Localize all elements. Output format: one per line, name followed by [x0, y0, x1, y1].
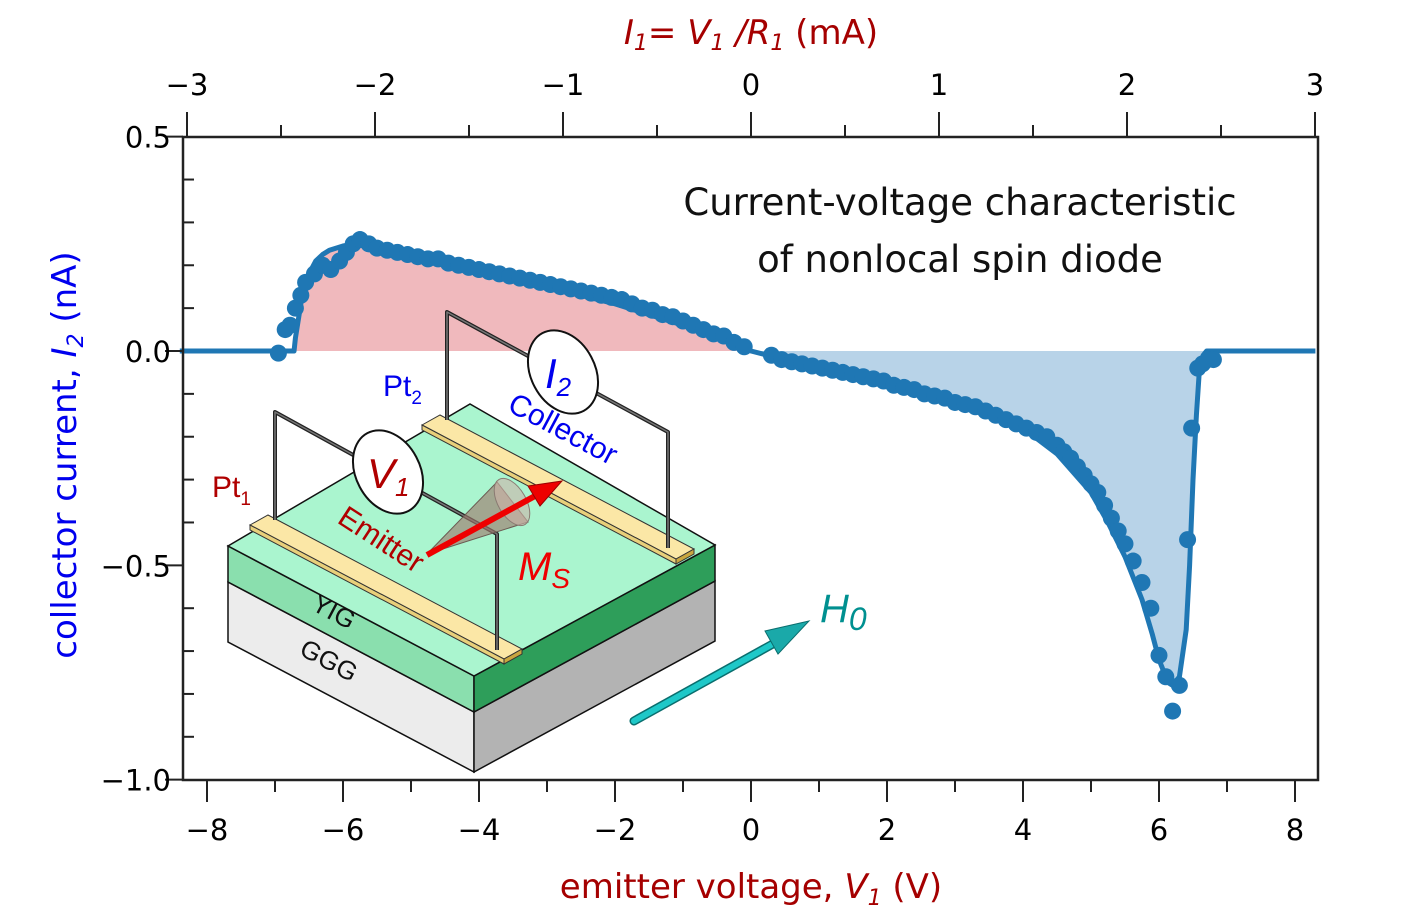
top-tick-label: −1	[542, 68, 585, 102]
axis-ticks	[165, 112, 1316, 802]
v1-meter-label: V1	[367, 450, 409, 502]
data-point	[1183, 419, 1201, 437]
axis-tick-labels: −8 −6 −4 −2 0 2 4 6 8 −3 −2 −1 0 1 2 3 0.5 0.0 −0.5 −1.0	[101, 68, 1325, 847]
top-tick-label: 2	[1118, 68, 1136, 102]
data-point	[269, 344, 287, 362]
top-tick-label: −3	[166, 68, 209, 102]
h0-arrow-head	[764, 620, 811, 655]
y-axis-title: collector current, I2 (nA)	[45, 251, 89, 658]
data-point	[1170, 676, 1188, 694]
data-point	[1204, 351, 1222, 369]
top-tick-label: 0	[742, 68, 760, 102]
x-tick-label: 4	[1014, 813, 1032, 847]
y-tick-label: −0.5	[101, 549, 171, 583]
data-point	[1124, 552, 1142, 570]
x-tick-label: −6	[322, 813, 365, 847]
x-tick-label: 0	[742, 813, 760, 847]
i2-meter	[526, 329, 600, 415]
data-point	[1133, 573, 1151, 591]
ms-arrow-shaft	[425, 493, 537, 558]
x-tick-label: 2	[878, 813, 896, 847]
data-point	[1089, 483, 1107, 501]
data-point	[1150, 646, 1168, 664]
data-point	[1142, 599, 1160, 617]
x-axis-title: emitter voltage, V1 (V)	[560, 867, 942, 911]
data-point	[286, 299, 304, 317]
chart-title-line-1: Current-voltage characteristic	[683, 181, 1236, 224]
top-tick-label: −2	[354, 68, 397, 102]
pt1-label: Pt1	[212, 471, 251, 510]
data-series	[179, 231, 1316, 720]
pt2-strip-end	[675, 548, 695, 565]
data-point	[1157, 668, 1175, 686]
pt1-strip-end	[503, 648, 523, 665]
data-point	[281, 316, 299, 334]
data-point	[735, 338, 753, 356]
x-tick-label: 8	[1286, 813, 1304, 847]
top-axis-title: I1= V1 /R1 (mA)	[624, 13, 878, 56]
x-tick-label: −8	[186, 813, 229, 847]
y-tick-label: 0.5	[125, 121, 171, 155]
x-tick-label: −4	[458, 813, 501, 847]
i2-meter-label: I2	[545, 350, 572, 402]
device-inset-diagram: V1 I2 Pt1 Pt2 Collector Emitter MS YIG G…	[212, 310, 867, 774]
y-tick-label: 0.0	[125, 335, 171, 369]
h0-arrow-shaft	[631, 637, 783, 724]
data-point	[1102, 509, 1120, 527]
pt2-label: Pt2	[383, 370, 422, 409]
data-point	[1164, 702, 1182, 720]
top-tick-label: 1	[930, 68, 948, 102]
data-point	[1179, 531, 1197, 549]
data-point	[1096, 496, 1114, 514]
x-tick-label: −2	[594, 813, 637, 847]
ms-label: MS	[518, 545, 570, 594]
x-tick-label: 6	[1150, 813, 1168, 847]
chart-title-line-2: of nonlocal spin diode	[757, 238, 1163, 281]
h0-label: H0	[820, 587, 867, 637]
data-point	[292, 286, 310, 304]
ms-arrow-head	[527, 480, 564, 507]
data-point	[1109, 522, 1127, 540]
v1-meter	[351, 429, 425, 515]
y-tick-label: −1.0	[101, 764, 171, 798]
top-tick-label: 3	[1306, 68, 1324, 102]
data-point	[1116, 535, 1134, 553]
